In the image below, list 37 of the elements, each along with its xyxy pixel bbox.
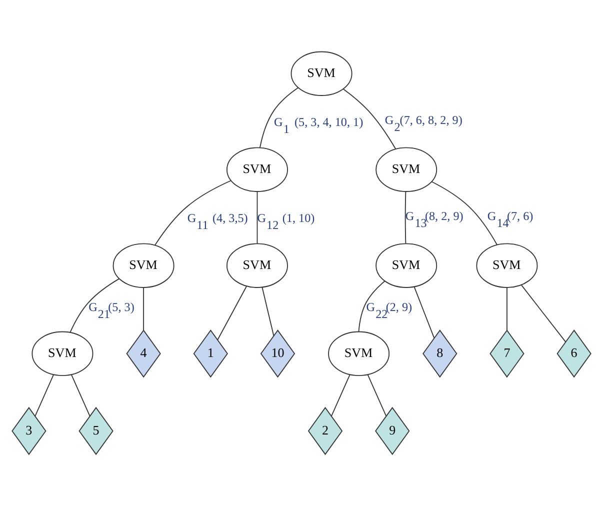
connector <box>330 374 350 417</box>
connector <box>70 278 120 333</box>
node-diamond: 7 <box>490 330 524 378</box>
connector <box>260 87 299 148</box>
node-diamond: 9 <box>375 406 410 456</box>
node-ellipse: SVM <box>376 147 438 192</box>
connector <box>404 191 406 244</box>
connector <box>256 191 258 244</box>
node-diamond: 8 <box>422 330 458 378</box>
node-ellipse: SVM <box>226 243 288 288</box>
node-diamond: 6 <box>556 330 592 378</box>
node-ellipse: SVM <box>226 147 288 192</box>
connector <box>342 88 396 150</box>
connector <box>262 286 274 336</box>
connector <box>71 374 90 417</box>
node-ellipse: SVM <box>328 331 390 376</box>
node-diamond: 1 <box>193 330 228 378</box>
node-diamond: 10 <box>260 330 296 378</box>
connector <box>143 287 144 331</box>
connector <box>34 374 54 417</box>
node-ellipse: SVM <box>112 243 174 288</box>
connector <box>431 181 498 246</box>
connector <box>521 284 566 342</box>
node-diamond: 5 <box>78 406 114 456</box>
node-ellipse: SVM <box>290 51 352 96</box>
node-ellipse: SVM <box>32 331 94 376</box>
node-diamond: 2 <box>308 406 343 456</box>
connector <box>217 286 247 340</box>
node-diamond: 3 <box>12 406 46 456</box>
connector <box>367 374 387 417</box>
node-diamond: 4 <box>126 330 161 378</box>
connector <box>414 286 435 339</box>
connector <box>358 280 386 332</box>
connector <box>506 287 508 331</box>
node-ellipse: SVM <box>376 243 438 288</box>
connector <box>154 180 232 246</box>
node-ellipse: SVM <box>476 243 538 288</box>
